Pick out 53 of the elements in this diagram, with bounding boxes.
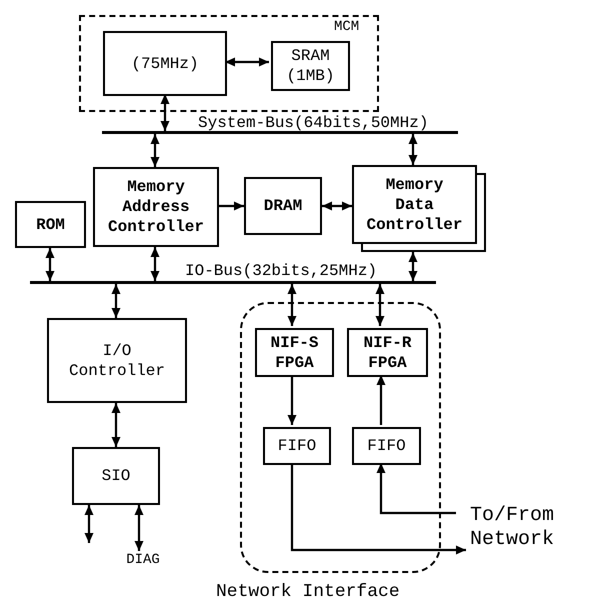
block-box — [15, 201, 86, 248]
group-label: Network Interface — [215, 581, 401, 604]
arrow — [219, 202, 244, 210]
block-label: Memory Data Controller — [365, 174, 464, 234]
arrow — [376, 375, 386, 425]
arrow — [150, 247, 160, 281]
block-box — [263, 427, 331, 465]
arrow — [288, 284, 296, 326]
block-label: NIF-S FPGA — [269, 332, 320, 372]
block-label: FIFO — [366, 436, 407, 456]
block-label: (75MHz) — [130, 54, 200, 74]
arrow — [408, 252, 418, 281]
bus-label: System-Bus(64bits,50MHz) — [198, 114, 428, 132]
block-label: FIFO — [276, 436, 318, 456]
arrow — [376, 284, 384, 326]
block-box — [47, 318, 187, 403]
block-label: To/From Network — [470, 504, 556, 552]
dashed-group — [79, 15, 379, 112]
block-label: SIO — [100, 466, 132, 486]
block-label: DIAG — [126, 552, 160, 570]
arrow — [408, 134, 418, 165]
group-label: MCM — [333, 19, 360, 36]
arrow — [288, 375, 296, 425]
block-box — [347, 328, 428, 377]
bus-line — [102, 131, 458, 134]
arrow — [46, 248, 54, 281]
block-label: SRAM (1MB) — [285, 46, 336, 86]
block-box — [93, 167, 219, 247]
block-label: I/O Controller — [68, 340, 166, 380]
block-box — [255, 328, 334, 377]
arrow — [134, 505, 144, 551]
arrow — [150, 134, 160, 167]
arrow — [84, 505, 94, 543]
arrow — [160, 94, 170, 131]
stacked-box — [352, 165, 486, 252]
arrow — [112, 403, 120, 447]
bus-label: IO-Bus(32bits,25MHz) — [185, 262, 378, 280]
block-box — [72, 447, 160, 505]
block-label: NIF-R FPGA — [362, 332, 412, 372]
block-label: Memory Address Controller — [106, 177, 205, 237]
arrow — [225, 58, 269, 66]
block-box — [103, 31, 227, 96]
dashed-group — [240, 302, 441, 573]
block-box — [271, 41, 350, 91]
block-box — [244, 177, 322, 235]
block-label: ROM — [35, 214, 66, 234]
arrow — [290, 463, 466, 554]
arrow — [376, 463, 456, 514]
bus-line — [30, 281, 436, 284]
block-box — [352, 427, 421, 465]
arrow — [112, 284, 120, 318]
arrow — [322, 202, 352, 210]
block-label: DRAM — [262, 196, 304, 216]
